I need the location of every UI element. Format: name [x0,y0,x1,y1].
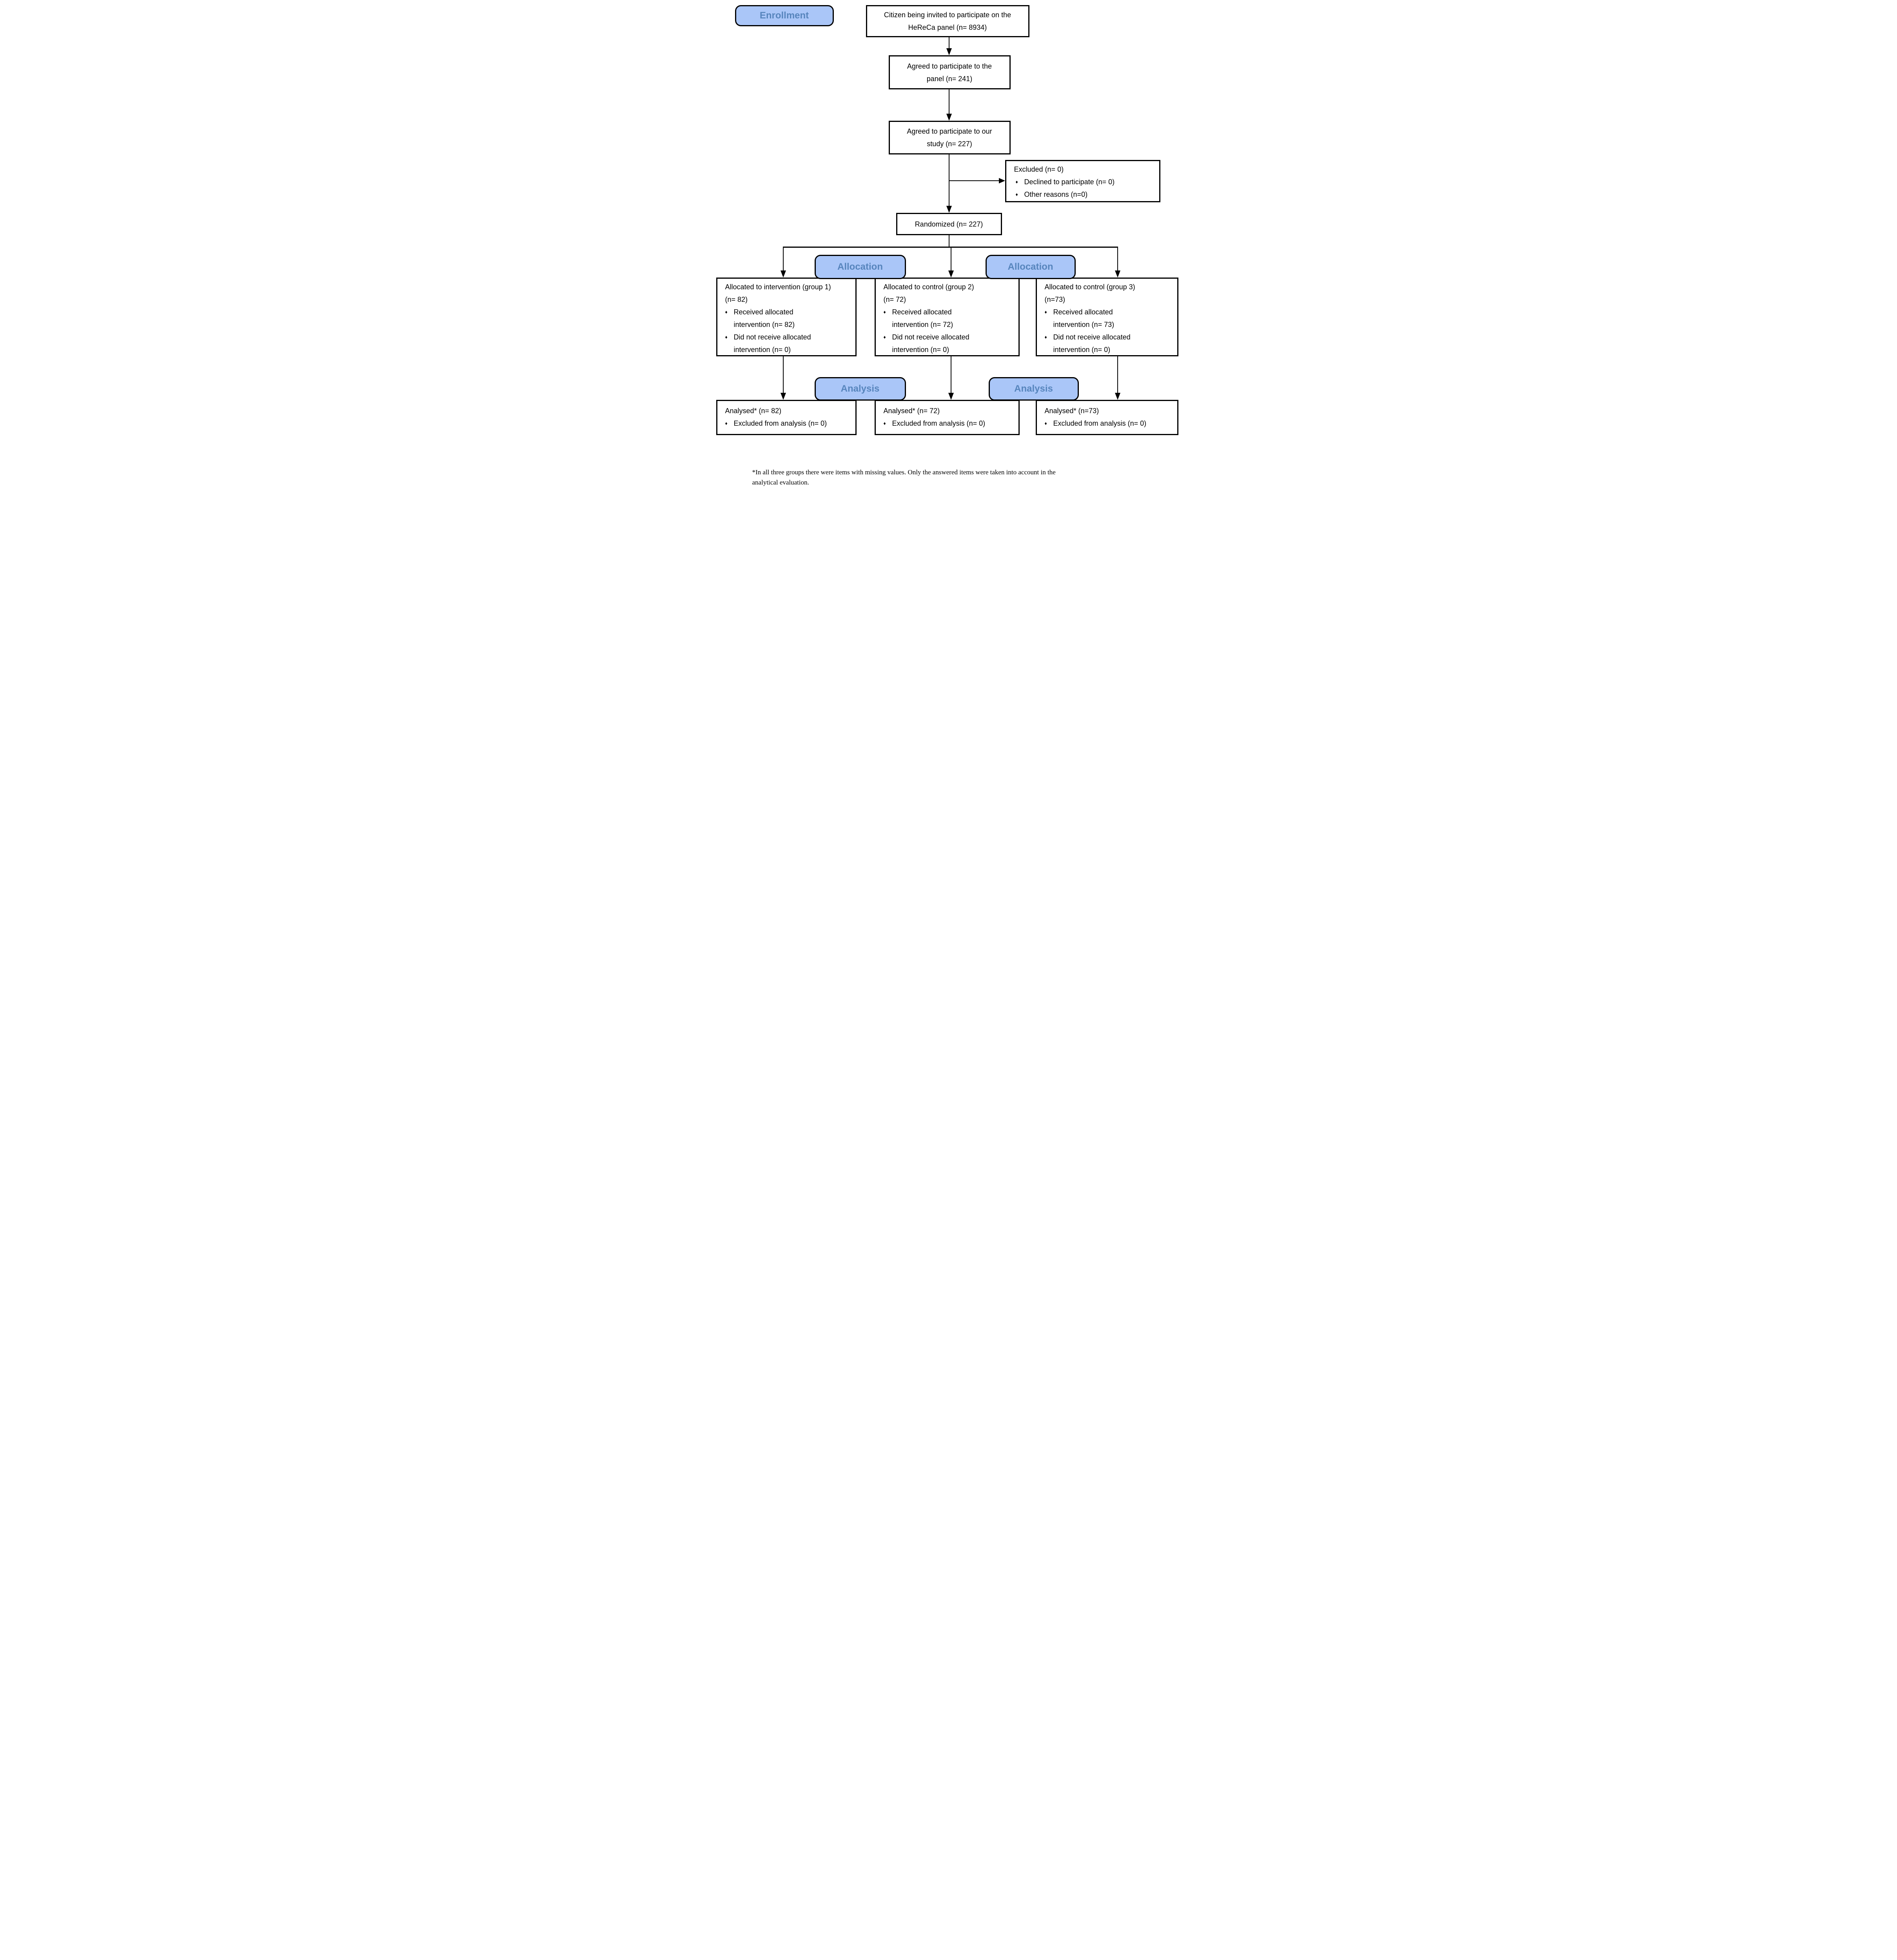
diamond-bullet-icon: ♦ [883,309,886,315]
diamond-bullet-icon: ♦ [1044,334,1047,340]
list-item: ♦ Received allocated intervention (n= 72… [884,306,1014,331]
list-item: ♦ Excluded from analysis (n= 0) [884,417,1014,430]
arrowhead-down-icon [948,270,954,278]
allocation-item-text: Did not receive allocated intervention (… [733,333,811,354]
analysis-box-group3: Analysed* (n=73) ♦ Excluded from analysi… [1035,400,1178,435]
excluded-title: Excluded (n= 0) [1014,165,1064,173]
enrollment-stage-label: Enrollment [759,10,809,21]
allocation-stage-badge-right: Allocation [985,255,1076,279]
consort-flow-diagram: Enrollment Allocation Allocation Analysi… [711,0,1186,491]
allocation-box-group1: Allocated to intervention (group 1) (n= … [716,278,857,356]
allocation-item-text: Received allocated intervention (n= 73) [1053,308,1115,328]
arrowhead-down-icon [946,114,952,121]
excluded-box: Excluded (n= 0) ♦ Declined to participat… [1005,160,1160,202]
allocation-title: Allocated to intervention (group 1) (n= … [725,283,831,303]
list-item: ♦ Excluded from analysis (n= 0) [1045,417,1173,430]
analysis-stage-label-right: Analysis [1014,383,1053,394]
diamond-bullet-icon: ♦ [1015,179,1018,185]
analysis-title: Analysed* (n=73) [1044,407,1099,415]
connector-line [782,356,784,393]
arrowhead-down-icon [780,270,786,278]
allocation-stage-label-left: Allocation [837,261,883,272]
allocation-box-group2: Allocated to control (group 2) (n= 72) ♦… [874,278,1020,356]
allocation-title: Allocated to control (group 3) (n=73) [1044,283,1135,303]
allocation-item-text: Did not receive allocated intervention (… [892,333,969,354]
enrollment-stage-badge: Enrollment [735,5,834,26]
list-item: ♦ Did not receive allocated intervention… [884,331,1014,356]
analysis-stage-badge-right: Analysis [988,377,1079,401]
invited-text: Citizen being invited to participate on … [884,11,1011,31]
arrowhead-down-icon [946,48,952,55]
allocation-stage-badge-left: Allocation [814,255,906,279]
diamond-bullet-icon: ♦ [725,421,728,426]
arrowhead-down-icon [1115,270,1120,278]
list-item: ♦ Excluded from analysis (n= 0) [725,417,851,430]
analysis-item-text: Excluded from analysis (n= 0) [892,419,986,427]
connector-line [782,247,784,270]
diamond-bullet-icon: ♦ [883,421,886,426]
allocation-item-text: Received allocated intervention (n= 72) [892,308,953,328]
diamond-bullet-icon: ♦ [725,334,728,340]
arrowhead-right-icon [998,178,1005,183]
agreed-study-text: Agreed to participate to our study (n= 2… [907,127,992,148]
analysis-title: Analysed* (n= 72) [883,407,940,415]
excluded-item-text: Other reasons (n=0) [1024,191,1088,198]
excluded-items: ♦ Declined to participate (n= 0) ♦ Other… [1016,176,1155,201]
diamond-bullet-icon: ♦ [1015,192,1018,197]
excluded-item-text: Declined to participate (n= 0) [1024,178,1115,186]
allocation-item-text: Did not receive allocated intervention (… [1053,333,1131,354]
invited-box: Citizen being invited to participate on … [866,5,1029,37]
connector-line [782,247,1118,248]
list-item: ♦ Declined to participate (n= 0) [1016,176,1155,188]
analysis-box-group1: Analysed* (n= 82) ♦ Excluded from analys… [716,400,857,435]
analysis-stage-badge-left: Analysis [814,377,906,401]
randomized-box: Randomized (n= 227) [896,213,1002,235]
analysis-item-text: Excluded from analysis (n= 0) [733,419,827,427]
agreed-panel-box: Agreed to participate to the panel (n= 2… [888,55,1011,89]
agreed-study-box: Agreed to participate to our study (n= 2… [888,121,1011,154]
agreed-panel-text: Agreed to participate to the panel (n= 2… [907,62,992,83]
list-item: ♦ Received allocated intervention (n= 82… [725,306,851,331]
connector-line [1117,356,1118,393]
randomized-text: Randomized (n= 227) [915,220,983,228]
list-item: ♦ Did not receive allocated intervention… [1045,331,1173,356]
analysis-title: Analysed* (n= 82) [725,407,782,415]
arrowhead-down-icon [1115,393,1120,400]
diamond-bullet-icon: ♦ [1044,309,1047,315]
analysis-item-text: Excluded from analysis (n= 0) [1053,419,1147,427]
analysis-stage-label-left: Analysis [840,383,880,394]
list-item: ♦ Did not receive allocated intervention… [725,331,851,356]
allocation-box-group3: Allocated to control (group 3) (n=73) ♦ … [1035,278,1178,356]
arrowhead-down-icon [948,393,954,400]
list-item: ♦ Received allocated intervention (n= 73… [1045,306,1173,331]
connector-line [1117,247,1118,270]
allocation-stage-label-right: Allocation [1007,261,1053,272]
footnote: *In all three groups there were items wi… [752,468,1056,486]
analysis-box-group2: Analysed* (n= 72) ♦ Excluded from analys… [874,400,1020,435]
arrowhead-down-icon [780,393,786,400]
allocation-title: Allocated to control (group 2) (n= 72) [883,283,974,303]
arrowhead-down-icon [946,206,952,213]
diamond-bullet-icon: ♦ [883,334,886,340]
diamond-bullet-icon: ♦ [725,309,728,315]
list-item: ♦ Other reasons (n=0) [1016,188,1155,201]
connector-line [949,180,999,181]
diamond-bullet-icon: ♦ [1044,421,1047,426]
allocation-item-text: Received allocated intervention (n= 82) [733,308,795,328]
